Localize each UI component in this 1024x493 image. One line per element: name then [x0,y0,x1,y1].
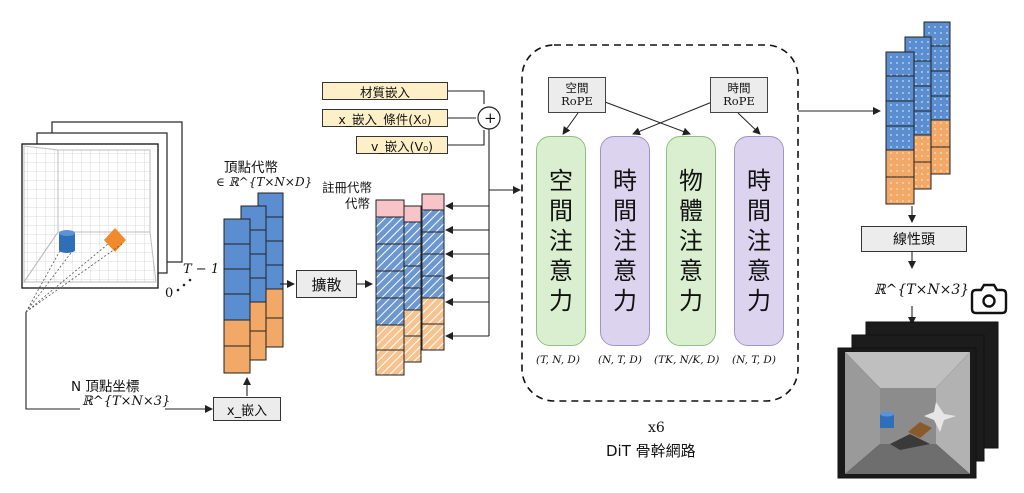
temporal-attention-shape-1: (N, T, D) [598,354,642,366]
frame-dots [176,278,192,292]
sum-node-symbol: + [484,109,497,127]
condition-injection-arrows [445,202,489,340]
x-condition-embed-box: x_嵌入_條件(X₀) [322,109,448,127]
dit-repeat-count: x6 [648,420,665,436]
diffusion-box: 擴散 [296,270,357,298]
vertex-token-stack [223,192,284,374]
rope-arrows [562,101,761,136]
object-attention-block: 物體注意力 [666,136,716,346]
dit-backbone-caption: DiT 骨幹網路 [606,442,696,460]
dit-block-container [521,44,799,402]
linear-head-box: 線性頭 [861,226,967,252]
temporal-rope-box: 時間 RoPE [710,77,768,113]
frame-label-first: 0 [165,286,174,301]
x-embed-box: x_嵌入 [213,397,281,421]
camera-icon [970,283,1008,315]
register-tokens-label: 註冊代幣 [322,180,373,195]
input-frame-stack [21,121,183,313]
spatial-attention-block: 空間注意力 [536,136,586,346]
diffused-token-stack [375,193,445,376]
material-embed-box: 材質嵌入 [322,82,448,100]
temporal-attention-shape-2: (N, T, D) [732,354,776,366]
spatial-rope-box: 空間 RoPE [548,77,606,113]
output-render-stack [837,321,999,479]
temporal-attention-block-2: 時間注意力 [734,136,784,346]
spatial-attention-shape: (T, N, D) [536,354,580,366]
temporal-attention-block-1: 時間注意力 [600,136,650,346]
vertex-tokens-dim: ∈ ℝ^{T×N×D} [216,175,313,189]
sum-node [477,106,501,130]
frame-label-last: T − 1 [183,262,220,277]
vertex-coords-label: N 頂點坐標 [71,379,140,395]
cylinder-object [59,230,75,253]
output-dim: ℝ^{T×N×3} [874,282,970,298]
register-tokens-label-2: 代幣 [345,196,371,211]
output-token-stack [885,21,951,205]
vertex-tokens-label: 頂點代幣 [224,160,278,176]
object-attention-shape: (TK, N/K, D) [654,354,720,366]
v-embed-box: v_嵌入(V₀) [356,136,448,154]
vertex-coords-dim: ℝ^{T×N×3} [82,394,171,409]
cube-object [104,228,126,252]
